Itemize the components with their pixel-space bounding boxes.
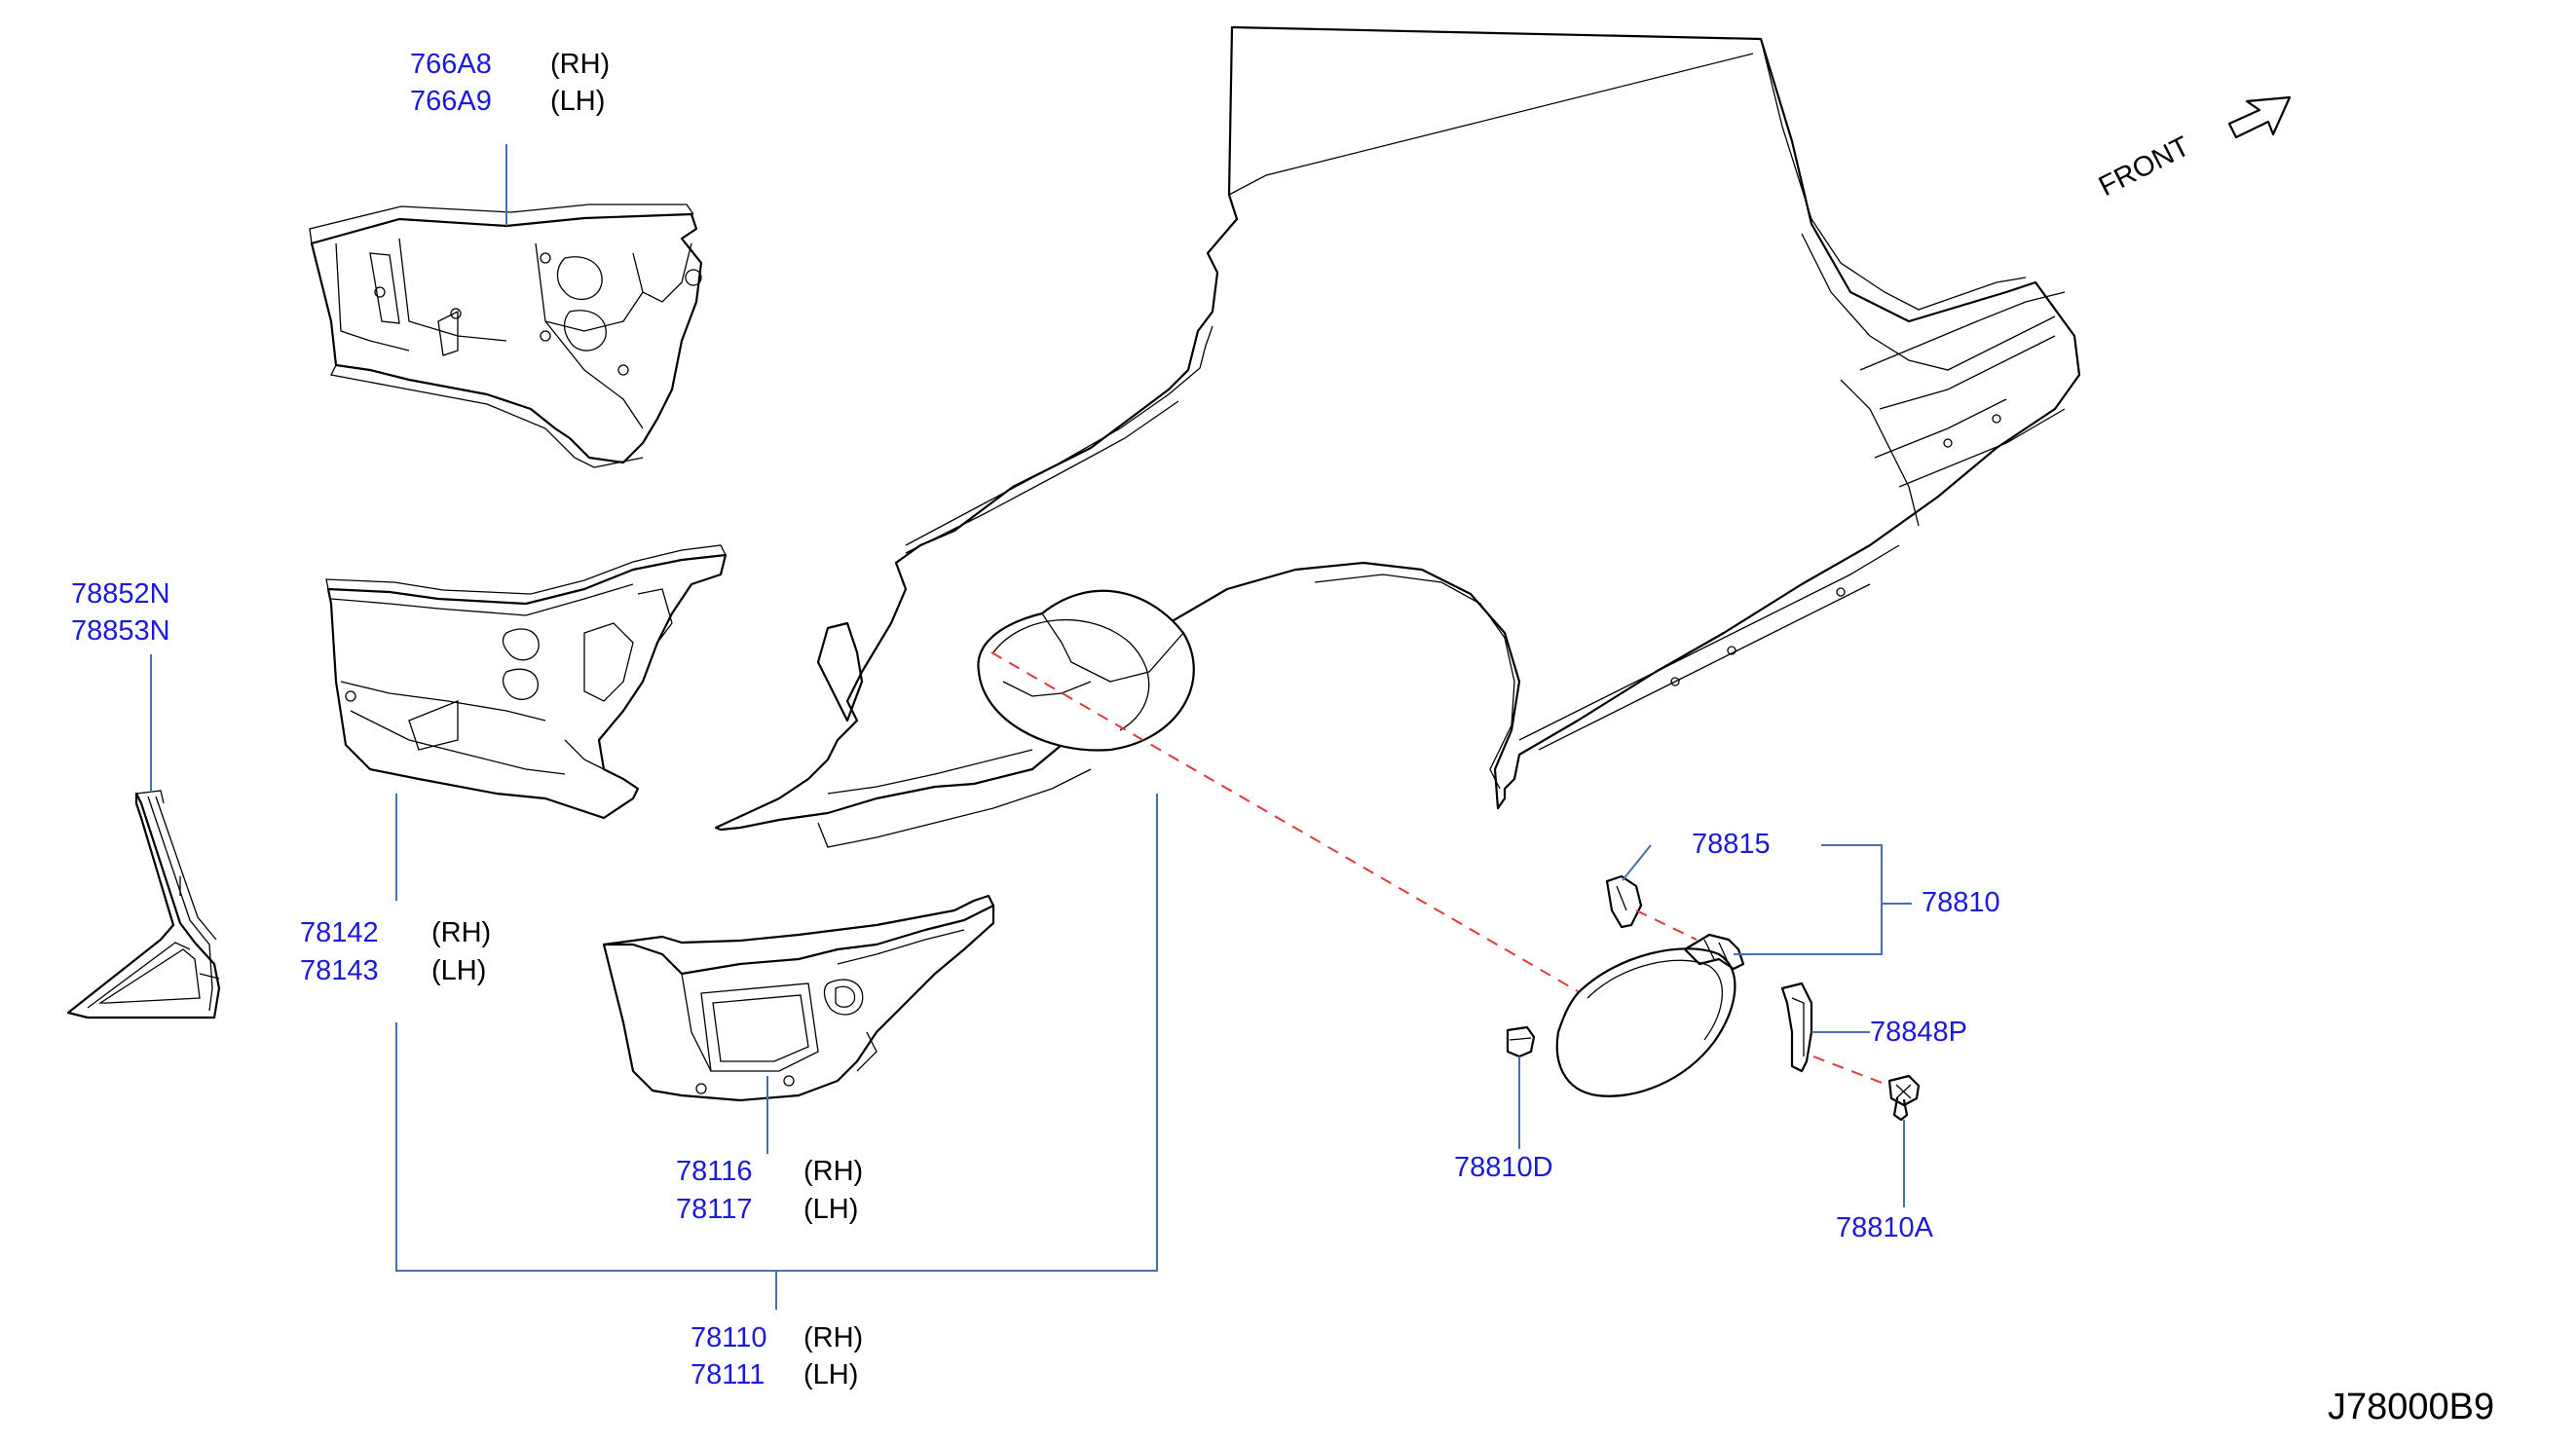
part-number-78142: 78142 [300,917,379,948]
rear-bracket-part [602,894,995,1102]
guide-filler-to-lid [990,651,1579,992]
side-label-78111: (LH) [803,1359,859,1390]
leader-78810-bracket [1734,844,1883,955]
side-label-78116: (RH) [803,1156,864,1187]
guide-bracket-to-screw [1812,1056,1890,1087]
side-label-766A8: (RH) [550,49,611,80]
pillar-reinforcement-part [309,204,703,468]
part-number-78110: 78110 [691,1322,767,1353]
part-number-78117: 78117 [676,1194,753,1225]
assembly-guides [990,651,1890,1087]
leader-78815 [1622,844,1652,881]
leader-lines [150,144,1912,1310]
part-number-766A9: 766A9 [410,86,492,117]
side-label-78142: (RH) [431,917,492,948]
part-number-78810: 78810 [1922,887,2000,918]
part-number-766A8: 766A8 [410,49,492,80]
diagram-code: J78000B9 [2328,1387,2495,1427]
part-number-78848P: 78848P [1870,1017,1967,1048]
part-number-78111: 78111 [691,1359,765,1390]
inner-panel-part [325,544,728,820]
quarter-panel-outer [714,25,2081,848]
strip-part [66,790,221,1019]
fuel-lid-assembly [1506,874,1921,1122]
part-number-78852N: 78852N [71,578,170,610]
guide-hinge-to-lid [1635,909,1698,941]
side-label-78143: (LH) [431,955,487,986]
side-label-78110: (RH) [803,1322,864,1353]
fuel-filler-lid [1555,947,1736,1097]
side-label-78117: (LH) [803,1194,859,1225]
side-label-766A9: (LH) [550,86,606,117]
part-number-78815: 78815 [1692,829,1771,860]
part-number-78143: 78143 [300,955,379,986]
part-number-78853N: 78853N [71,615,170,647]
part-number-78116: 78116 [676,1156,753,1187]
leader-78110 [395,794,1158,1272]
front-arrow-icon [2227,95,2292,139]
part-number-78810D: 78810D [1454,1152,1553,1183]
part-number-78810A: 78810A [1836,1212,1933,1243]
